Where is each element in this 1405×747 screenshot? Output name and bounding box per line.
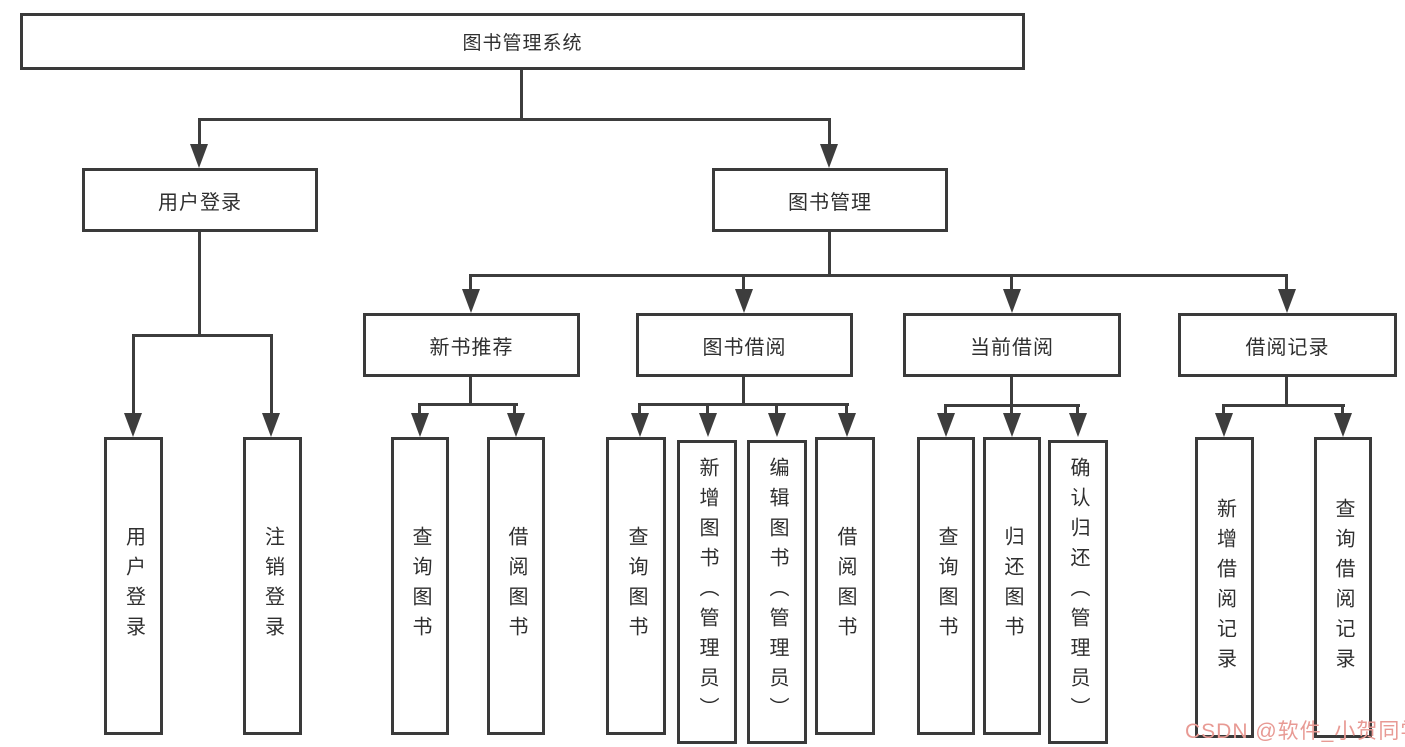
arrowhead-down-icon xyxy=(190,144,208,168)
connector-line xyxy=(418,403,421,415)
connector-line xyxy=(638,403,849,406)
arrowhead-down-icon xyxy=(1069,413,1087,437)
leaf-query-book: 查询图书 xyxy=(606,437,666,735)
connector-line xyxy=(469,274,1288,277)
arrowhead-down-icon xyxy=(699,413,717,437)
connector-line xyxy=(845,403,848,415)
connector-line xyxy=(520,70,523,120)
connector-line xyxy=(132,334,135,416)
leaf-user-login: 用户登录 xyxy=(104,437,163,735)
leaf-return-book: 归还图书 xyxy=(983,437,1041,735)
node-borrow-records: 借阅记录 xyxy=(1178,313,1397,377)
connector-line xyxy=(638,403,641,415)
connector-line xyxy=(132,334,273,337)
connector-line xyxy=(828,232,831,276)
connector-line xyxy=(198,118,201,146)
connector-line xyxy=(469,377,472,405)
arrowhead-down-icon xyxy=(631,413,649,437)
connector-line xyxy=(775,403,778,415)
connector-line xyxy=(1010,377,1013,406)
connector-line xyxy=(1076,404,1079,415)
node-new-book-recommend: 新书推荐 xyxy=(363,313,580,377)
connector-line xyxy=(944,404,947,415)
connector-line xyxy=(270,334,273,416)
leaf-borrow-book: 借阅图书 xyxy=(815,437,875,735)
arrowhead-down-icon xyxy=(1334,413,1352,437)
connector-line xyxy=(1341,404,1344,415)
arrowhead-down-icon xyxy=(507,413,525,437)
leaf-add-book-admin: 新增图书（管理员） xyxy=(677,440,737,744)
connector-line xyxy=(1222,404,1225,415)
arrowhead-down-icon xyxy=(1003,289,1021,313)
connector-line xyxy=(1010,274,1013,291)
arrowhead-down-icon xyxy=(937,413,955,437)
leaf-query-book: 查询图书 xyxy=(917,437,975,735)
arrowhead-down-icon xyxy=(1215,413,1233,437)
connector-line xyxy=(1222,404,1345,407)
connector-line xyxy=(469,274,472,291)
connector-line xyxy=(828,118,831,146)
connector-line xyxy=(513,403,516,415)
connector-line xyxy=(198,232,201,336)
connector-line xyxy=(418,403,518,406)
arrowhead-down-icon xyxy=(411,413,429,437)
leaf-query-borrow-record: 查询借阅记录 xyxy=(1314,437,1372,738)
connector-line xyxy=(198,118,831,121)
connector-line xyxy=(706,403,709,415)
leaf-query-book: 查询图书 xyxy=(391,437,449,735)
arrowhead-down-icon xyxy=(735,289,753,313)
connector-line xyxy=(742,377,745,405)
arrowhead-down-icon xyxy=(820,144,838,168)
csdn-watermark: CSDN @软件_小贺同学 xyxy=(1185,720,1405,743)
node-book-borrowing: 图书借阅 xyxy=(636,313,853,377)
leaf-logout: 注销登录 xyxy=(243,437,302,735)
arrowhead-down-icon xyxy=(1003,413,1021,437)
leaf-confirm-return-admin: 确认归还（管理员） xyxy=(1048,440,1108,744)
node-user-login: 用户登录 xyxy=(82,168,318,232)
arrowhead-down-icon xyxy=(768,413,786,437)
node-current-borrowing: 当前借阅 xyxy=(903,313,1121,377)
arrowhead-down-icon xyxy=(838,413,856,437)
connector-line xyxy=(1285,377,1288,406)
leaf-add-borrow-record: 新增借阅记录 xyxy=(1195,437,1254,738)
arrowhead-down-icon xyxy=(262,413,280,437)
connector-line xyxy=(742,274,745,291)
leaf-edit-book-admin: 编辑图书（管理员） xyxy=(747,440,807,744)
arrowhead-down-icon xyxy=(124,413,142,437)
node-library-management-system: 图书管理系统 xyxy=(20,13,1025,70)
connector-line xyxy=(1285,274,1288,291)
connector-line xyxy=(1010,404,1013,415)
arrowhead-down-icon xyxy=(1278,289,1296,313)
arrowhead-down-icon xyxy=(462,289,480,313)
leaf-borrow-book: 借阅图书 xyxy=(487,437,545,735)
node-book-management: 图书管理 xyxy=(712,168,948,232)
